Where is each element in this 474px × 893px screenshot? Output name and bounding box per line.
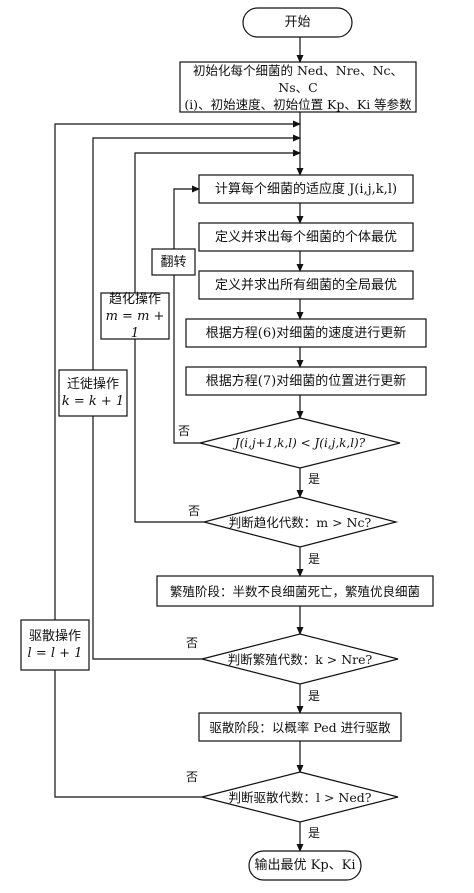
migration-op-label: 迁徙操作 k = k + 1 [61,377,125,409]
dispersal-yes-label: 是 [308,826,321,840]
reproduction-yes-label: 是 [308,689,321,703]
edge-dispersal-no [54,670,202,798]
init-label: 初始化每个细菌的 Ned、Nre、Nc、Ns、C (i)、初始速度、初始位置 K… [180,62,416,112]
end-label: 输出最优 Kp、Ki [254,858,356,873]
dispersal-decision-label: 判断驱散代数：l > Ned? [228,789,372,805]
init-line-1: 初始化每个细菌的 Ned、Nre、Nc、Ns、C [192,62,404,95]
global-best-label: 定义并求出所有细菌的全局最优 [214,277,397,293]
dispersal-op-label: 驱散操作 l = l + 1 [27,629,83,661]
start-terminal [242,7,353,38]
edge-tumble-compute [173,185,200,249]
update-velocity-label: 根据方程(6)对细菌的速度进行更新 [205,325,407,341]
end-terminal [248,850,362,881]
update-position-label: 根据方程(7)对细菌的位置进行更新 [205,373,407,389]
chemotaxis-op-label: 趋化操作 m = m + 1 [105,291,165,341]
tumble-label: 翻转 [160,254,187,270]
global-best-box [198,270,414,300]
fitness-yes-label: 是 [308,472,321,486]
edge-chemotaxis-op-return [134,149,301,293]
dispersal-stage-label: 驱散阶段：以概率 Ped 进行驱散 [209,719,391,735]
dispersal-no-label: 否 [186,770,199,784]
edge-dispersal-op-return [54,120,301,620]
update-position-box [185,366,427,396]
edge-reproduction-no [92,416,202,660]
start-label: 开始 [284,15,311,30]
compute-fitness-label: 计算每个细菌的适应度 J(i,j,k,l) [214,181,398,197]
reproduction-no-label: 否 [186,636,199,650]
chemotaxis-no-label: 否 [188,504,201,518]
fitness-no-label: 否 [178,424,191,438]
reproduction-stage-box [156,575,434,607]
init-line-2: (i)、初始速度、初始位置 Kp、Ki 等参数 [184,96,412,112]
reproduction-stage-label: 繁殖阶段：半数不良细菌死亡，繁殖优良细菌 [169,583,420,599]
edge-chemotaxis-no [134,339,204,523]
individual-best-label: 定义并求出每个细菌的个体最优 [214,229,397,245]
individual-best-box [198,222,414,252]
update-velocity-box [185,318,427,348]
chemotaxis-yes-label: 是 [308,552,321,566]
fitness-decision-label: J(i,j+1,k,l) < J(i,j,k,l)? [234,435,366,450]
reproduction-decision-label: 判断繁殖代数：k > Nre? [227,651,373,667]
chemotaxis-decision-label: 判断趋化代数：m > Nc? [228,514,372,530]
edge-migration-op-return [92,134,301,370]
edge-fitness-no [173,275,200,444]
